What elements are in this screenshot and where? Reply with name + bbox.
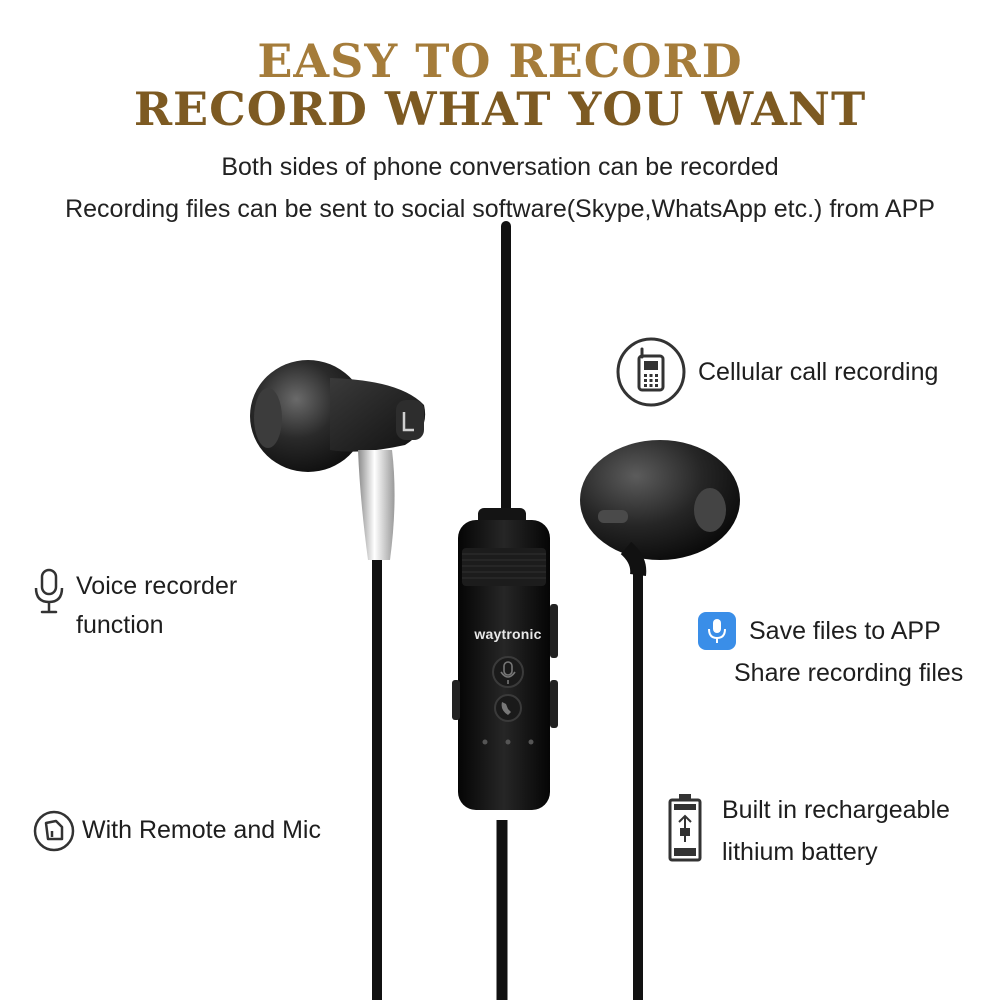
subheadline-line-2: Recording files can be sent to social so… (65, 195, 935, 223)
battery-line-2: lithium battery (722, 838, 878, 866)
headline-line-2: RECORD WHAT YOU WANT (133, 82, 867, 136)
remote-brand-label: waytronic (474, 626, 542, 642)
feature-cellular-recording: Cellular call recording (614, 335, 994, 411)
subheadline-line-1: Both sides of phone conversation can be … (221, 153, 779, 181)
app-line-1: Save files to APP (749, 617, 941, 645)
feature-voice-recorder: Voice recorder function (30, 566, 290, 652)
feature-remote-mic: With Remote and Mic (32, 808, 372, 856)
left-earbud (250, 360, 426, 560)
feature-app-storage: Save files to APP Share recording files (698, 610, 998, 694)
feature-battery: Built in rechargeable lithium battery (668, 790, 988, 874)
cellular-recording-label: Cellular call recording (698, 358, 939, 386)
remote-icon (33, 810, 75, 852)
headline-line-1: EASY TO RECORD (257, 34, 743, 88)
battery-line-1: Built in rechargeable (722, 796, 950, 824)
app-mic-icon (698, 612, 736, 650)
right-earbud (580, 440, 740, 577)
microphone-icon (34, 568, 64, 614)
battery-icon (668, 794, 702, 862)
mobile-phone-icon (616, 337, 686, 407)
app-line-2: Share recording files (734, 659, 964, 687)
voice-recorder-line-1: Voice recorder (76, 572, 238, 600)
remote-mic-label: With Remote and Mic (82, 816, 321, 844)
voice-recorder-line-2: function (76, 611, 164, 639)
remote-control (452, 508, 558, 810)
